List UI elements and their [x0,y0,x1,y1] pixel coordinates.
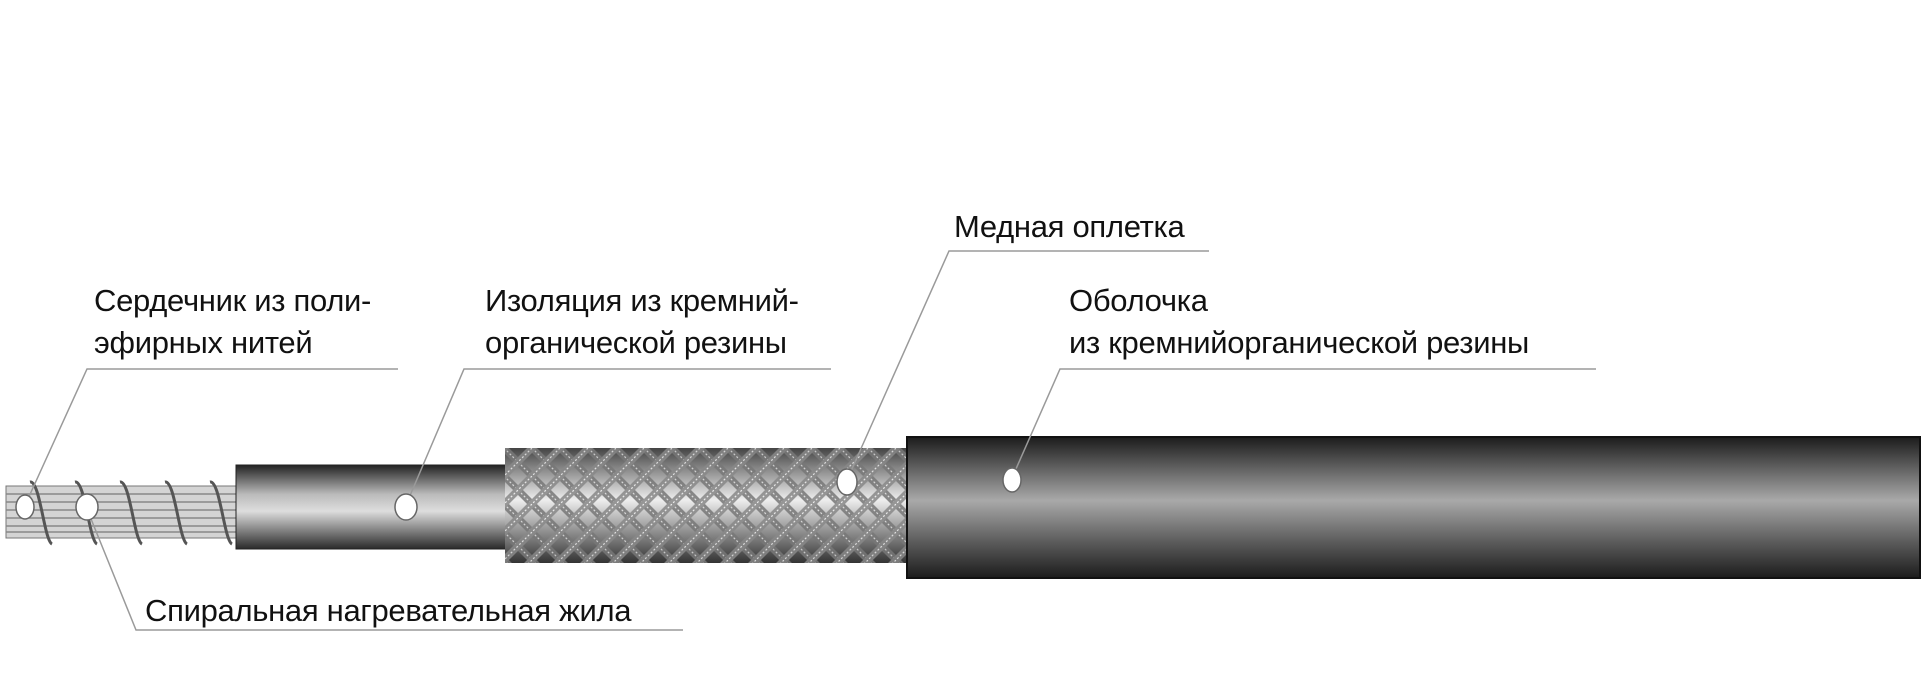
copper-braid [505,448,909,563]
label-insulation-line2: органической резины [485,325,787,360]
label-braid-line1: Медная оплетка [954,209,1185,244]
marker-dots [15,467,1022,521]
label-core: Сердечник из поли- эфирных нитей [94,280,371,364]
label-insulation-line1: Изоляция из кремний- [485,283,799,318]
label-core-line2: эфирных нитей [94,325,313,360]
label-spiral: Спиральная нагревательная жила [145,590,632,632]
insulation-layer [235,464,509,550]
label-insulation: Изоляция из кремний- органической резины [485,280,799,364]
label-braid: Медная оплетка [954,206,1185,248]
label-jacket-line1: Оболочка [1069,283,1208,318]
label-jacket: Оболочка из кремнийорганической резины [1069,280,1529,364]
leader-lines [26,250,1596,631]
outer-jacket [906,436,1921,579]
label-spiral-line1: Спиральная нагревательная жила [145,593,632,628]
label-jacket-line2: из кремнийорганической резины [1069,325,1530,360]
label-core-line1: Сердечник из поли- [94,283,372,318]
